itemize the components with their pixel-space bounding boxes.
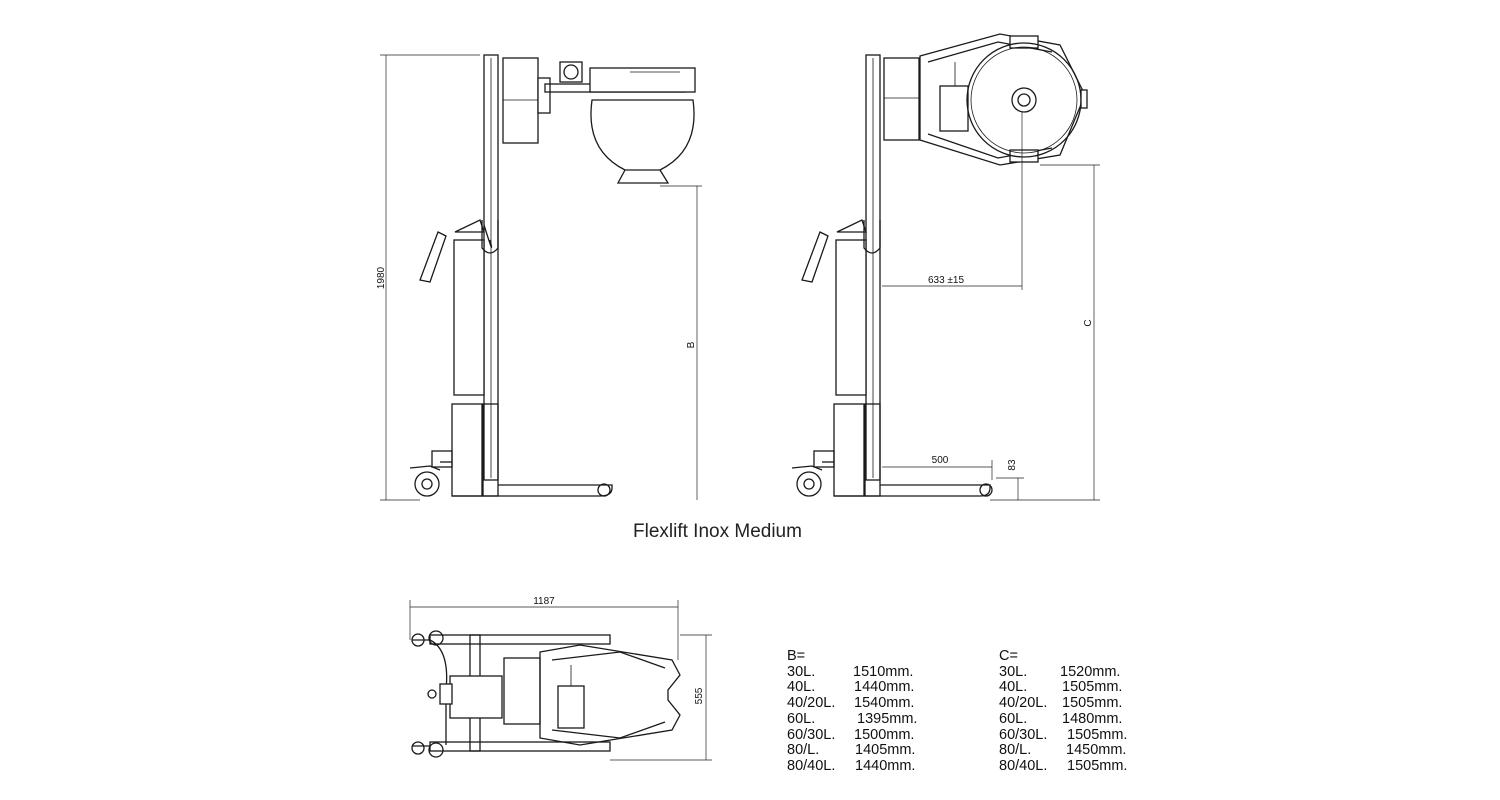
table-c: C= 30L.1520mm. 40L.1505mm. 40/20L.1505mm… bbox=[999, 648, 1128, 775]
base-height-label: 83 bbox=[1007, 459, 1018, 471]
c-label: C bbox=[1083, 319, 1094, 326]
base-reach-dimension: 500 bbox=[882, 455, 993, 480]
base-reach-label: 500 bbox=[932, 455, 949, 466]
reach-label: 633 ±15 bbox=[928, 275, 965, 286]
column-body bbox=[453, 239, 485, 396]
leg-top bbox=[429, 634, 611, 645]
b-dimension: B bbox=[660, 185, 702, 500]
table-row: 80/L.1405mm. bbox=[787, 742, 916, 759]
height-dimension: 1980 bbox=[376, 54, 480, 501]
table-row: 40/20L.1540mm. bbox=[787, 695, 915, 712]
rear-wheel bbox=[597, 483, 611, 497]
front-wheel bbox=[414, 471, 440, 497]
table-row: 40L.1440mm. bbox=[787, 679, 915, 696]
table-row: 40/20L.1505mm. bbox=[999, 695, 1123, 712]
table-row: 60L.1395mm. bbox=[787, 710, 918, 727]
bowl-top-view bbox=[966, 42, 1082, 158]
table-row: 40L.1505mm. bbox=[999, 679, 1123, 696]
base-height-dimension: 83 bbox=[996, 459, 1024, 500]
table-row: 30L.1520mm. bbox=[999, 663, 1121, 680]
handle bbox=[419, 231, 447, 283]
b-label: B bbox=[686, 341, 697, 348]
length-label: 1187 bbox=[533, 596, 555, 607]
yoke-top bbox=[539, 644, 681, 746]
table-row: 30L.1510mm. bbox=[787, 663, 914, 680]
side-view-right bbox=[791, 33, 1088, 497]
height-label: 1980 bbox=[376, 266, 387, 289]
side-view-left bbox=[409, 54, 696, 497]
drawing-title: Flexlift Inox Medium bbox=[633, 521, 802, 542]
c-dimension: C bbox=[990, 164, 1100, 501]
table-b: B= 30L.1510mm. 40L.1440mm. 40/20L.1540mm… bbox=[787, 648, 918, 775]
table-row: 60L.1480mm. bbox=[999, 710, 1123, 727]
table-row: 60/30L.1505mm. bbox=[999, 726, 1128, 743]
length-dimension: 1187 bbox=[409, 596, 679, 660]
top-view bbox=[411, 630, 681, 758]
bowl bbox=[590, 99, 695, 171]
motor-housing bbox=[502, 57, 539, 144]
table-b-header: B= bbox=[787, 648, 806, 664]
width-label: 555 bbox=[694, 687, 705, 704]
leg-bottom bbox=[429, 741, 611, 752]
table-row: 80/L.1450mm. bbox=[999, 742, 1127, 759]
table-c-header: C= bbox=[999, 648, 1018, 664]
width-dimension: 555 bbox=[610, 634, 712, 761]
table-row: 60/30L.1500mm. bbox=[787, 726, 915, 743]
table-row: 80/40L.1505mm. bbox=[999, 757, 1128, 774]
base-block bbox=[451, 403, 483, 497]
reach-dimension: 633 ±15 bbox=[882, 112, 1023, 290]
motor-block bbox=[449, 675, 503, 719]
table-row: 80/40L.1440mm. bbox=[787, 757, 916, 774]
